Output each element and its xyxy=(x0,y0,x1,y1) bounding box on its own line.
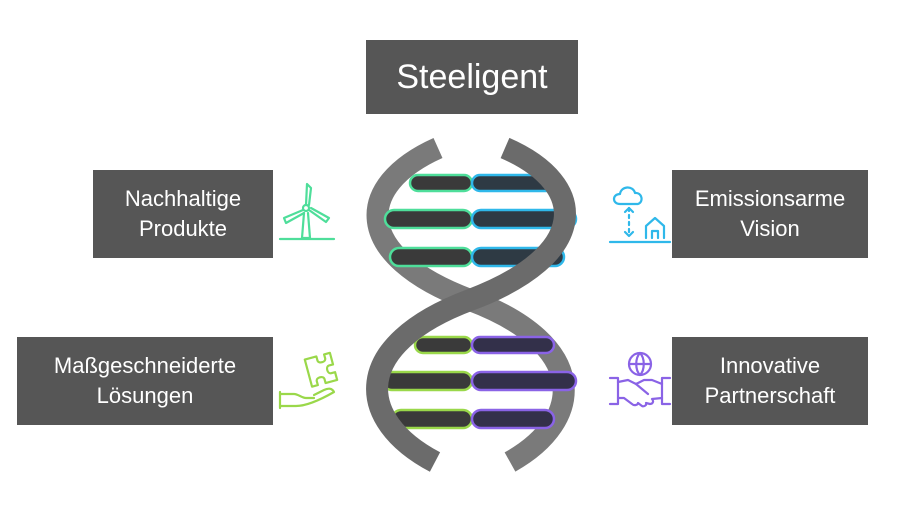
helix-strand-front xyxy=(366,137,576,472)
rung-right xyxy=(470,408,556,430)
page-title: Steeligent xyxy=(396,58,548,96)
label-line: Produkte xyxy=(138,216,228,241)
label-box-massgeschneiderte-loesungen: Maßgeschneiderte Lösungen xyxy=(17,337,273,425)
rung-left xyxy=(388,246,474,268)
rung-group-bottom xyxy=(381,335,578,430)
rung-right xyxy=(470,208,578,230)
rung-left xyxy=(408,173,474,193)
cloud-house-icon xyxy=(608,186,672,244)
label-box-emissionsarme-vision: Emissionsarme Vision xyxy=(672,170,868,258)
label-line: Emissionsarme xyxy=(694,186,846,211)
label-box-nachhaltige-produkte: Nachhaltige Produkte xyxy=(93,170,273,258)
label-line: Partnerschaft xyxy=(704,383,836,408)
wind-turbine-icon xyxy=(278,182,336,241)
label-line: Lösungen xyxy=(96,383,194,408)
rung-left xyxy=(383,208,474,230)
label-line: Nachhaltige xyxy=(124,186,242,211)
rung-left xyxy=(413,335,474,355)
rung-right xyxy=(470,335,556,355)
label-line: Vision xyxy=(740,216,800,241)
handshake-globe-icon xyxy=(608,351,672,408)
label-line: Maßgeschneiderte xyxy=(53,353,237,378)
label-line: Innovative xyxy=(719,353,821,378)
puzzle-hand-icon xyxy=(278,351,339,410)
rung-left xyxy=(390,408,474,430)
title-box: Steeligent xyxy=(366,40,578,114)
rung-right xyxy=(470,370,578,392)
rung-left xyxy=(381,370,474,392)
label-box-innovative-partnerschaft: Innovative Partnerschaft xyxy=(672,337,868,425)
